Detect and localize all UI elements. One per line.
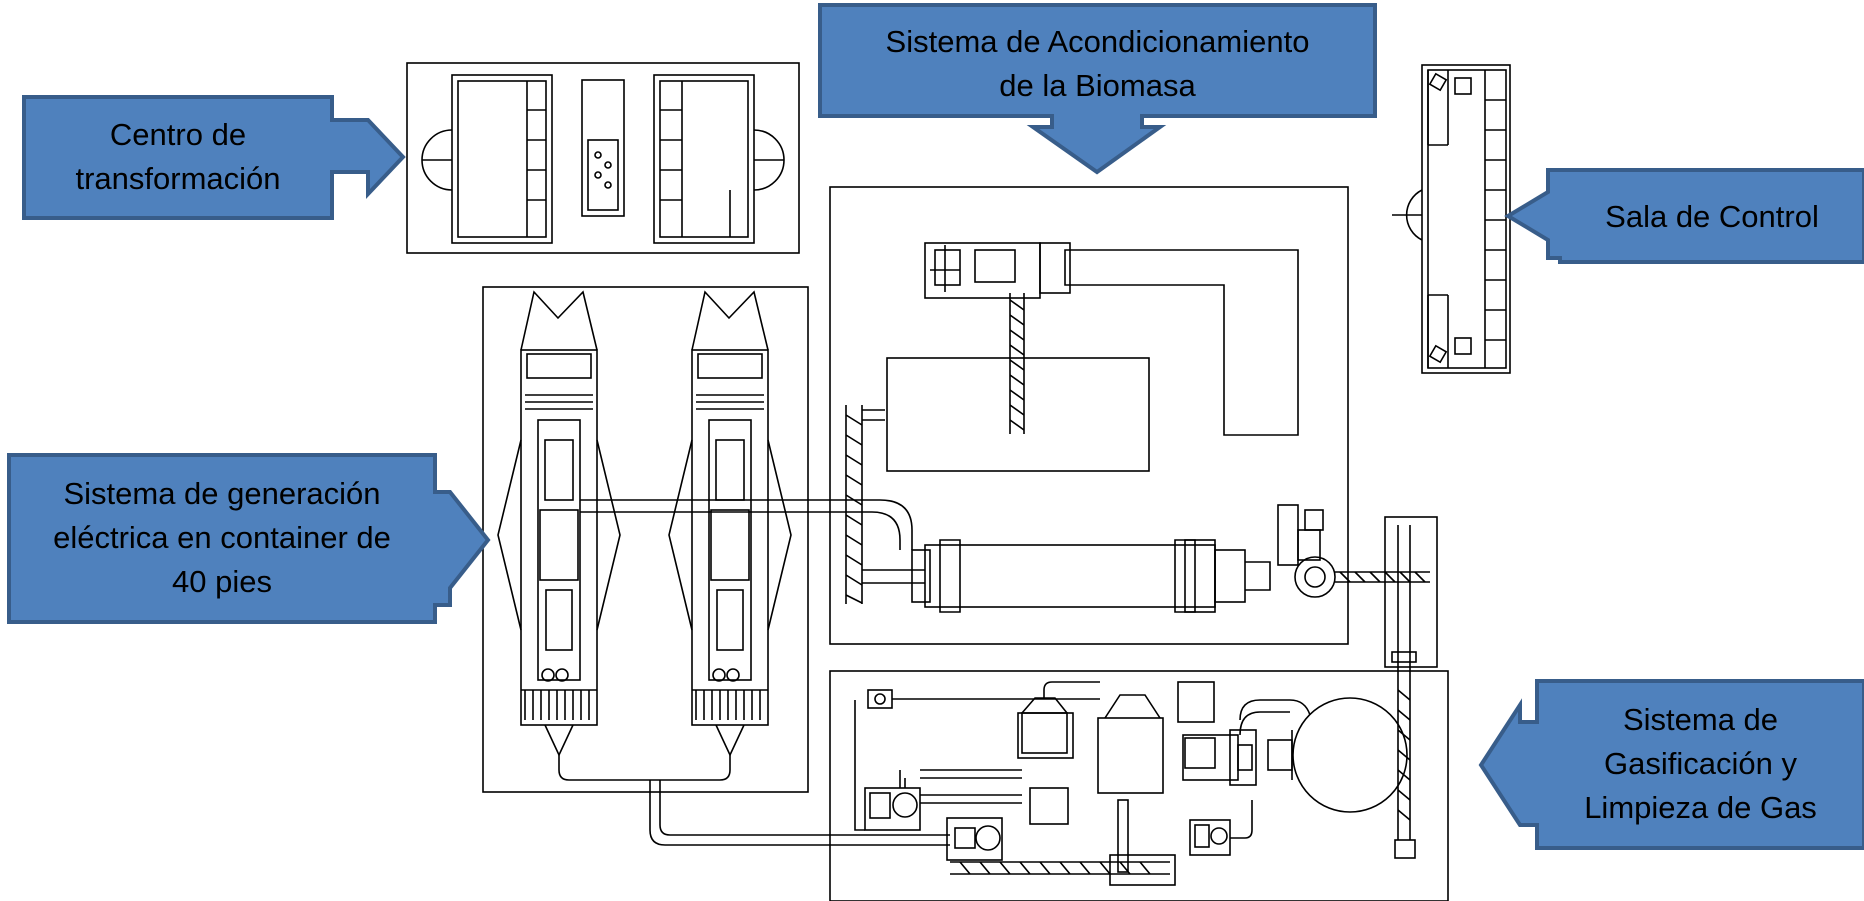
biomass-conditioning-area: [580, 186, 1430, 645]
callout-line: Sala de Control: [1605, 199, 1819, 234]
callout-control-arrow: [1504, 168, 1864, 264]
callout-line: Sistema de generación: [63, 476, 381, 511]
callout-line: transformación: [75, 161, 281, 196]
callout-line: de la Biomasa: [999, 68, 1196, 103]
generator-container-2: [668, 290, 792, 757]
callout-line: Limpieza de Gas: [1584, 790, 1817, 825]
callout-gasification-label: Sistema de Gasificación y Limpieza de Ga…: [1537, 698, 1864, 830]
callout-biomass-arrow: [818, 3, 1377, 175]
callout-transformer-label: Centro de transformación: [24, 113, 332, 201]
generator-containers: [482, 286, 950, 846]
callout-gasification-arrow: [1478, 679, 1864, 850]
callout-biomass-label: Sistema de Acondicionamiento de la Bioma…: [820, 20, 1375, 108]
gasification-area: [829, 516, 1449, 901]
callout-line: Gasificación y: [1604, 746, 1797, 781]
callout-line: 40 pies: [172, 564, 272, 599]
callout-line: Centro de: [109, 117, 247, 152]
callout-line: Sistema de Acondicionamiento: [885, 24, 1310, 59]
callout-line: Sistema de: [1622, 702, 1779, 737]
callout-transformer-arrow: [22, 95, 406, 220]
callout-line: eléctrica en container de: [53, 520, 391, 555]
callout-generation-label: Sistema de generación eléctrica en conta…: [9, 472, 435, 604]
callout-generation-arrow: [7, 453, 491, 624]
transformer-building: [406, 62, 800, 254]
callout-control-label: Sala de Control: [1560, 195, 1864, 239]
control-room-building: [1392, 64, 1511, 374]
generator-container-1: [497, 290, 621, 757]
